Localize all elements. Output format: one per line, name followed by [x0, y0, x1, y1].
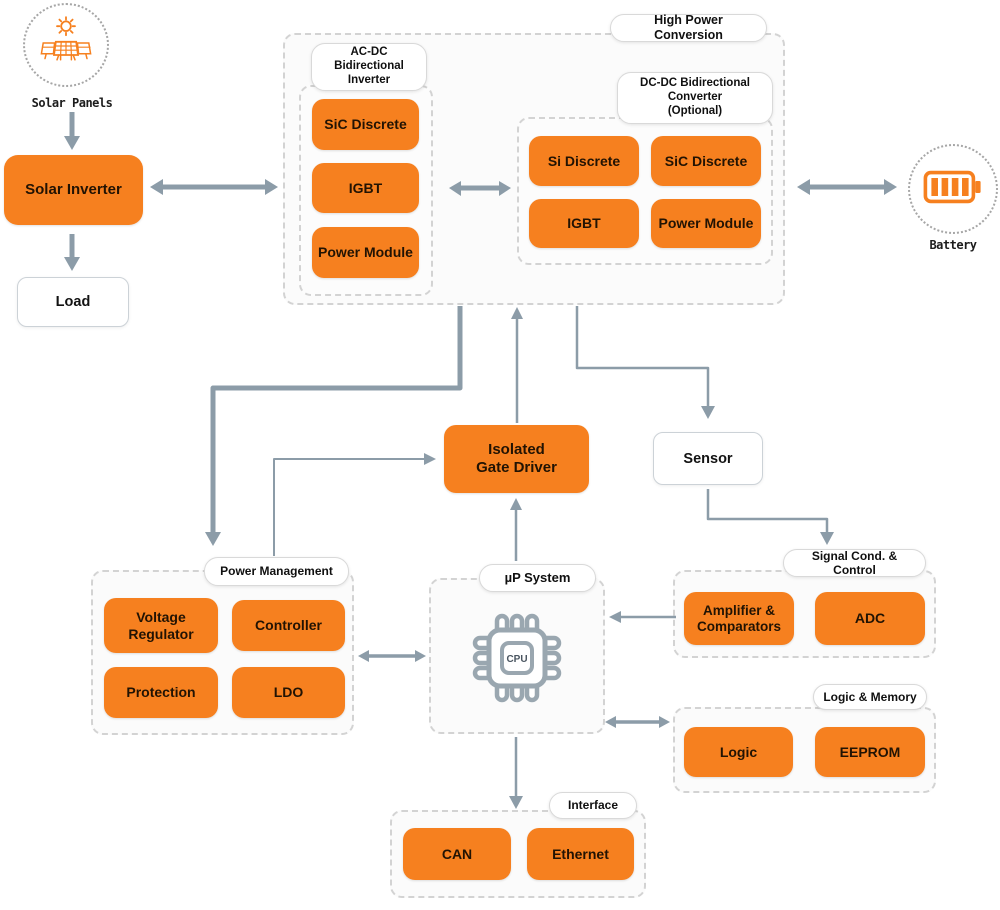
- ldo-node: LDO: [232, 667, 345, 718]
- sensor-node: Sensor: [653, 432, 763, 485]
- isolated-gate-driver-node: Isolated Gate Driver: [444, 425, 589, 493]
- igd-line2: Gate Driver: [476, 459, 557, 476]
- dcdc-sic-discrete-node: SiC Discrete: [651, 136, 761, 186]
- arrow-hpc-battery: [797, 179, 897, 195]
- acdc-power-module-node: Power Module: [312, 227, 419, 278]
- up-system-label: µP System: [479, 564, 596, 592]
- eeprom-node: EEPROM: [815, 727, 925, 777]
- solar-panels-icon: [35, 13, 97, 78]
- battery-ring: [908, 144, 998, 234]
- acdc-inverter-label: AC-DC Bidirectional Inverter: [311, 43, 427, 91]
- arrow-solar-to-inverter: [64, 112, 80, 150]
- dcdc-igbt-node: IGBT: [529, 199, 639, 248]
- logic-memory-label: Logic & Memory: [813, 684, 927, 710]
- can-node: CAN: [403, 828, 511, 880]
- signal-cond-label: Signal Cond. & Control: [783, 549, 926, 577]
- arrow-up-logic-memory: [605, 716, 670, 728]
- arrow-up-to-interface: [509, 737, 523, 809]
- ethernet-node: Ethernet: [527, 828, 634, 880]
- battery-label: Battery: [929, 238, 977, 252]
- load-node: Load: [17, 277, 129, 327]
- arrow-hpc-to-power-management: [205, 306, 463, 546]
- acdc-igbt-node: IGBT: [312, 163, 419, 213]
- arrow-inverter-hpc: [150, 179, 278, 195]
- power-management-label: Power Management: [204, 557, 349, 586]
- adc-node: ADC: [815, 592, 925, 645]
- battery-icon: [923, 168, 983, 211]
- arrow-inverter-to-load: [64, 234, 80, 271]
- voltage-regulator-node: Voltage Regulator: [104, 598, 218, 653]
- protection-node: Protection: [104, 667, 218, 718]
- solar-inverter-node: Solar Inverter: [4, 155, 143, 225]
- solar-panels-ring: [23, 3, 109, 87]
- acdc-label-line3: Inverter: [347, 73, 391, 86]
- controller-node: Controller: [232, 600, 345, 651]
- solar-panels-label: Solar Panels: [31, 96, 113, 110]
- dcdc-label-line3: (Optional): [667, 104, 723, 117]
- dcdc-power-module-node: Power Module: [651, 199, 761, 248]
- arrow-up-to-gate-driver: [510, 498, 522, 561]
- cpu-icon: CPU: [467, 608, 567, 713]
- cpu-label: CPU: [506, 654, 527, 665]
- interface-label: Interface: [549, 792, 637, 819]
- dcdc-label-line1: DC-DC Bidirectional: [640, 77, 750, 90]
- arrow-hpc-to-sensor: [575, 306, 715, 419]
- arrow-gate-driver-to-hpc: [511, 307, 523, 423]
- acdc-label-line2: Bidirectional: [334, 60, 404, 73]
- arrow-pm-to-gate-driver: [273, 453, 436, 556]
- acdc-label-line1: AC-DC: [350, 46, 388, 59]
- acdc-sic-discrete-node: SiC Discrete: [312, 99, 419, 150]
- dcdc-si-discrete-node: Si Discrete: [529, 136, 639, 186]
- arrow-pm-up-system: [358, 650, 426, 662]
- igd-line1: Isolated: [488, 441, 545, 459]
- arrow-sensor-to-signal-cond: [706, 489, 834, 545]
- high-power-conversion-label: High Power Conversion: [610, 13, 767, 42]
- dcdc-label-line2: Converter: [667, 91, 723, 104]
- amplifier-comparators-node: Amplifier & Comparators: [684, 592, 794, 645]
- logic-node: Logic: [684, 727, 793, 777]
- dcdc-converter-label: DC-DC Bidirectional Converter (Optional): [617, 72, 773, 124]
- arrow-signal-cond-to-up: [609, 611, 676, 623]
